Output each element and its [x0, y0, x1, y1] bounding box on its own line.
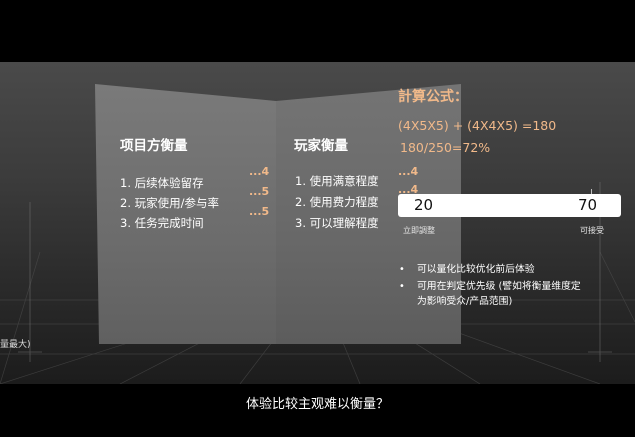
- letterbox-top: [0, 0, 635, 62]
- bullet-item: • 可以量化比较优化前后体验: [399, 261, 535, 275]
- left-panel-item: 3. 任务完成时间: [120, 216, 204, 230]
- right-panel-score: ...4: [398, 165, 419, 178]
- bullet-continuation: 为影响受众/产品范围): [417, 296, 513, 307]
- right-panel-item: 1. 使用满意程度: [295, 174, 379, 188]
- bullet-text: 可用在判定优先级 (譬如将衡量维度定: [417, 281, 581, 292]
- formula-line-2: 180/250=72%: [400, 140, 491, 155]
- bullet-dot: •: [399, 264, 405, 275]
- left-panel-score: ...4: [249, 165, 270, 178]
- slider-left-label: 立即調整: [403, 226, 435, 235]
- bullet-item: • 可用在判定优先级 (譬如将衡量维度定: [399, 278, 581, 292]
- partial-left-text: 量最大): [0, 340, 31, 350]
- slider-right-value: 70: [578, 196, 598, 214]
- left-panel-item: 1. 后续体验留存: [120, 176, 204, 190]
- slider-tick: [591, 189, 592, 197]
- slider-left-value: 20: [414, 196, 434, 214]
- left-panel-heading: 项目方衡量: [120, 138, 188, 154]
- bullet-dot: •: [399, 281, 405, 292]
- left-panel-item: 2. 玩家使用/参与率: [120, 196, 220, 210]
- right-panel-score: ...4: [398, 183, 419, 196]
- left-panel: [95, 84, 276, 344]
- formula-title: 計算公式：: [398, 89, 468, 105]
- formula-line-1: (4X5X5) + (4X4X5) =180: [398, 118, 557, 133]
- score-slider-track: [398, 194, 621, 217]
- left-panel-score: ...5: [249, 185, 270, 198]
- right-panel-item: 2. 使用费力程度: [295, 195, 379, 209]
- slider-right-label: 可接受: [580, 226, 604, 235]
- right-panel-item: 3. 可以理解程度: [295, 216, 379, 230]
- video-subtitle: 体验比较主观难以衡量？: [245, 397, 389, 412]
- bullet-text: 可以量化比较优化前后体验: [417, 264, 535, 275]
- left-panel-score: ...5: [249, 205, 270, 218]
- letterbox-bottom: [0, 384, 635, 437]
- right-panel-heading: 玩家衡量: [294, 138, 348, 154]
